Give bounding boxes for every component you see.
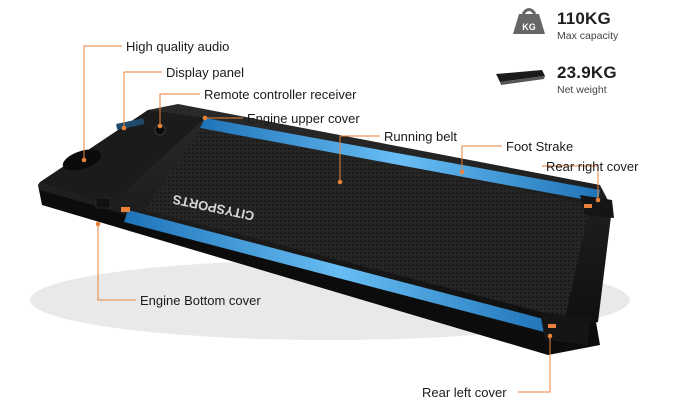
callout-rearright: Rear right cover (546, 159, 639, 174)
rear-left-cover-shape (540, 312, 590, 345)
callout-line-rearright (542, 165, 599, 200)
net-weight-value: 23.9KG (557, 63, 617, 82)
weight-kg-icon: KG (513, 8, 545, 34)
folded-treadmill-icon (496, 70, 545, 85)
callout-line-bottom (97, 224, 136, 301)
lower-blue-rail (124, 210, 555, 334)
rear-left-accent (548, 324, 556, 328)
callout-line-display (123, 71, 162, 128)
rear-right-cover-shape (580, 195, 614, 218)
callout-dots (81, 115, 601, 339)
callout-belt: Running belt (384, 129, 457, 144)
capacity-value: 110KG (557, 9, 611, 28)
callout-rearleft: Rear left cover (422, 385, 507, 400)
callout-foot: Foot Strake (506, 139, 574, 154)
rear-right-accent (584, 204, 592, 208)
callout-line-foot (461, 145, 502, 172)
front-accent (121, 207, 130, 212)
front-left-cover (95, 197, 111, 209)
callout-line-audio (83, 45, 122, 160)
capacity-label: Max capacity (557, 30, 619, 42)
callout-line-remote (159, 93, 200, 126)
running-belt-surface (145, 128, 590, 318)
callout-bottom: Engine Bottom cover (140, 293, 261, 308)
net-weight-label: Net weight (557, 84, 607, 96)
svg-text:KG: KG (522, 22, 536, 32)
callout-audio: High quality audio (126, 39, 230, 54)
callout-lines (83, 45, 599, 393)
callout-display: Display panel (166, 65, 245, 80)
callout-line-belt (339, 135, 380, 182)
callout-upper: Engine upper cover (247, 111, 360, 126)
upper-blue-rail (200, 118, 600, 202)
callout-line-rearleft (518, 336, 551, 393)
callout-remote: Remote controller receiver (204, 87, 357, 102)
